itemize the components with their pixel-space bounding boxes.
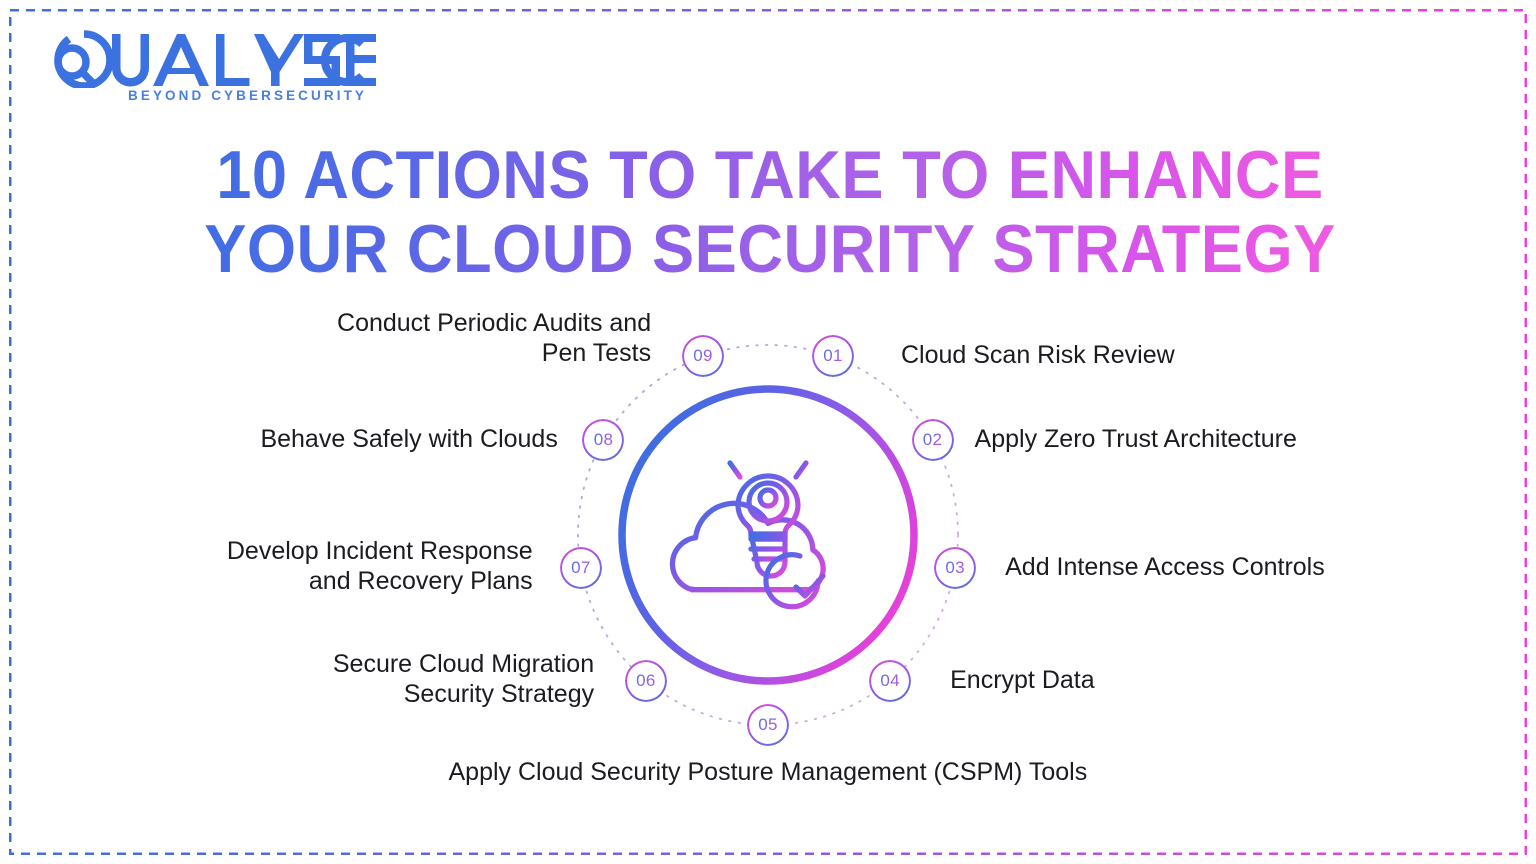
badge-number: 09 — [693, 346, 713, 366]
step-badge-05[interactable]: 05 — [747, 704, 789, 746]
badge-number: 02 — [922, 430, 943, 449]
step-label-07: Develop Incident Response and Recovery P… — [226, 536, 533, 595]
step-label-06: Secure Cloud Migration Security Strategy — [332, 649, 595, 708]
step-badge-02[interactable]: 02 — [911, 419, 954, 461]
badge-number: 05 — [758, 715, 778, 734]
step-badge-07[interactable]: 07 — [559, 546, 602, 589]
badge-number: 08 — [593, 430, 614, 449]
step-badge-03[interactable]: 03 — [934, 546, 977, 589]
step-label-03: Add Intense Access Controls — [1005, 552, 1325, 581]
step-badge-06[interactable]: 06 — [624, 659, 667, 702]
step-label-02: Apply Zero Trust Architecture — [974, 425, 1297, 453]
step-label-05: Apply Cloud Security Posture Management … — [448, 758, 1088, 786]
badge-number: 04 — [880, 670, 900, 690]
badge-number: 03 — [945, 557, 965, 577]
badge-number: 01 — [823, 346, 843, 366]
step-badge-04[interactable]: 04 — [869, 659, 912, 702]
step-label-01: Cloud Scan Risk Review — [900, 341, 1175, 370]
badge-number: 06 — [636, 670, 656, 690]
wheel-graphic — [577, 344, 959, 726]
cloud-lightbulb-check-icon — [669, 446, 835, 610]
step-label-09: Conduct Periodic Audits and Pen Tests — [337, 309, 652, 368]
step-label-08: Behave Safely with Clouds — [260, 425, 558, 453]
badge-number: 07 — [571, 557, 591, 577]
step-label-04: Encrypt Data — [950, 665, 1095, 694]
